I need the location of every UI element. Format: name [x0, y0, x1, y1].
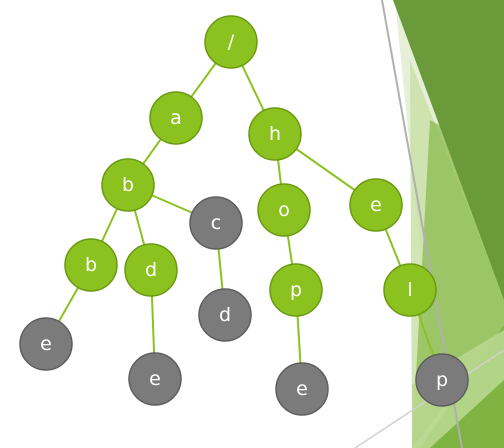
- tree-node-ho: o: [257, 183, 311, 237]
- tree-node-abc: c: [189, 196, 243, 250]
- node-circle: [128, 352, 182, 406]
- node-circle: [19, 317, 73, 371]
- tree-node-abb: b: [64, 238, 118, 292]
- node-label: p: [290, 279, 302, 301]
- node-label: e: [370, 194, 382, 216]
- tree-node-abcd: d: [198, 288, 252, 342]
- node-label: h: [269, 123, 281, 145]
- tree-node-abbe: e: [19, 317, 73, 371]
- node-circle: [124, 243, 178, 297]
- tree-node-hope: e: [275, 362, 329, 416]
- node-label: b: [122, 174, 134, 196]
- node-label: e: [40, 333, 52, 355]
- node-label: a: [170, 107, 182, 129]
- tree-nodes: / a h b o e b d c p l e e d e p: [19, 15, 469, 416]
- tree-node-hop: p: [269, 263, 323, 317]
- node-circle: [198, 288, 252, 342]
- node-circle: [269, 263, 323, 317]
- node-circle: [64, 238, 118, 292]
- node-circle: [204, 15, 258, 69]
- tree-node-ab: b: [101, 158, 155, 212]
- tree-node-root: /: [204, 15, 258, 69]
- tree-node-help: p: [415, 353, 469, 407]
- node-circle: [349, 178, 403, 232]
- node-circle: [275, 362, 329, 416]
- node-circle: [415, 353, 469, 407]
- node-circle: [101, 158, 155, 212]
- tree-node-he: e: [349, 178, 403, 232]
- node-label: o: [278, 199, 290, 221]
- tree-node-abde: e: [128, 352, 182, 406]
- node-label: p: [436, 369, 448, 391]
- tree-node-hel: l: [383, 263, 437, 317]
- tree-node-abd: d: [124, 243, 178, 297]
- node-label: d: [219, 304, 231, 326]
- node-label: d: [145, 259, 157, 281]
- node-circle: [149, 91, 203, 145]
- tree-node-a: a: [149, 91, 203, 145]
- deco-dark-band: [393, 0, 504, 300]
- node-label: b: [85, 254, 97, 276]
- node-label: e: [149, 368, 161, 390]
- node-circle: [189, 196, 243, 250]
- node-circle: [383, 263, 437, 317]
- node-label: e: [296, 378, 308, 400]
- node-label: /: [228, 31, 235, 53]
- node-label: l: [407, 279, 412, 301]
- node-circle: [257, 183, 311, 237]
- node-circle: [248, 107, 302, 161]
- node-label: c: [211, 212, 221, 234]
- tree-node-h: h: [248, 107, 302, 161]
